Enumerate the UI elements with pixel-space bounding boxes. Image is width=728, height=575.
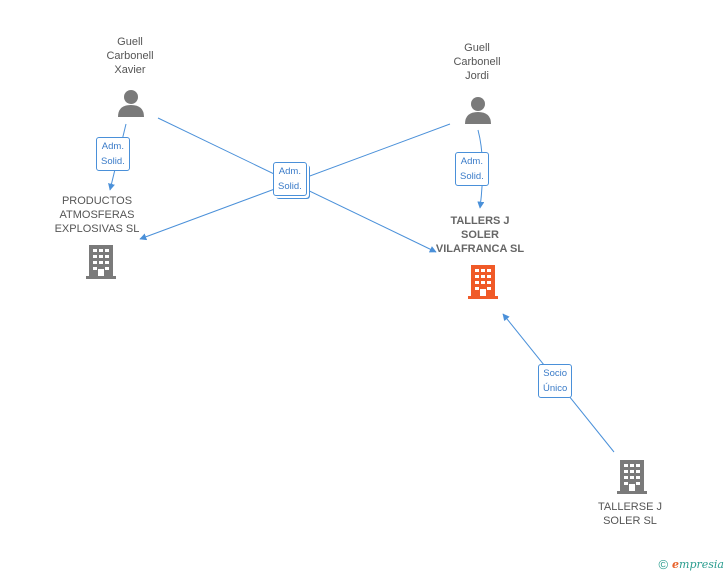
footer-brand[interactable]: © empresia — [658, 557, 724, 572]
copyright-icon: © — [658, 557, 669, 572]
building-icon[interactable] — [86, 245, 116, 279]
person-icon[interactable] — [118, 90, 144, 117]
edge-label-socio-unico[interactable]: Socio Único — [538, 364, 573, 398]
brand-logo: empresia — [672, 558, 724, 571]
edge-label-adm-solid[interactable]: Adm. Solid. — [273, 162, 307, 196]
node-label-tallerse[interactable]: TALLERSE J SOLER SL — [598, 501, 662, 527]
edge-label-adm-solid[interactable]: Adm. Solid. — [455, 152, 489, 186]
edge-label-adm-solid[interactable]: Adm. Solid. — [96, 137, 130, 171]
building-icon[interactable] — [468, 265, 498, 299]
building-icon[interactable] — [617, 460, 647, 494]
node-label-productos[interactable]: PRODUCTOS ATMOSFERAS EXPLOSIVAS SL — [54, 195, 140, 235]
node-label-tallers[interactable]: TALLERS J SOLER VILAFRANCA SL — [435, 215, 525, 255]
person-icon[interactable] — [465, 97, 491, 124]
node-label-guell-jordi[interactable]: Guell Carbonell Jordi — [453, 42, 501, 82]
node-label-guell-xavier[interactable]: Guell Carbonell Xavier — [106, 36, 154, 76]
